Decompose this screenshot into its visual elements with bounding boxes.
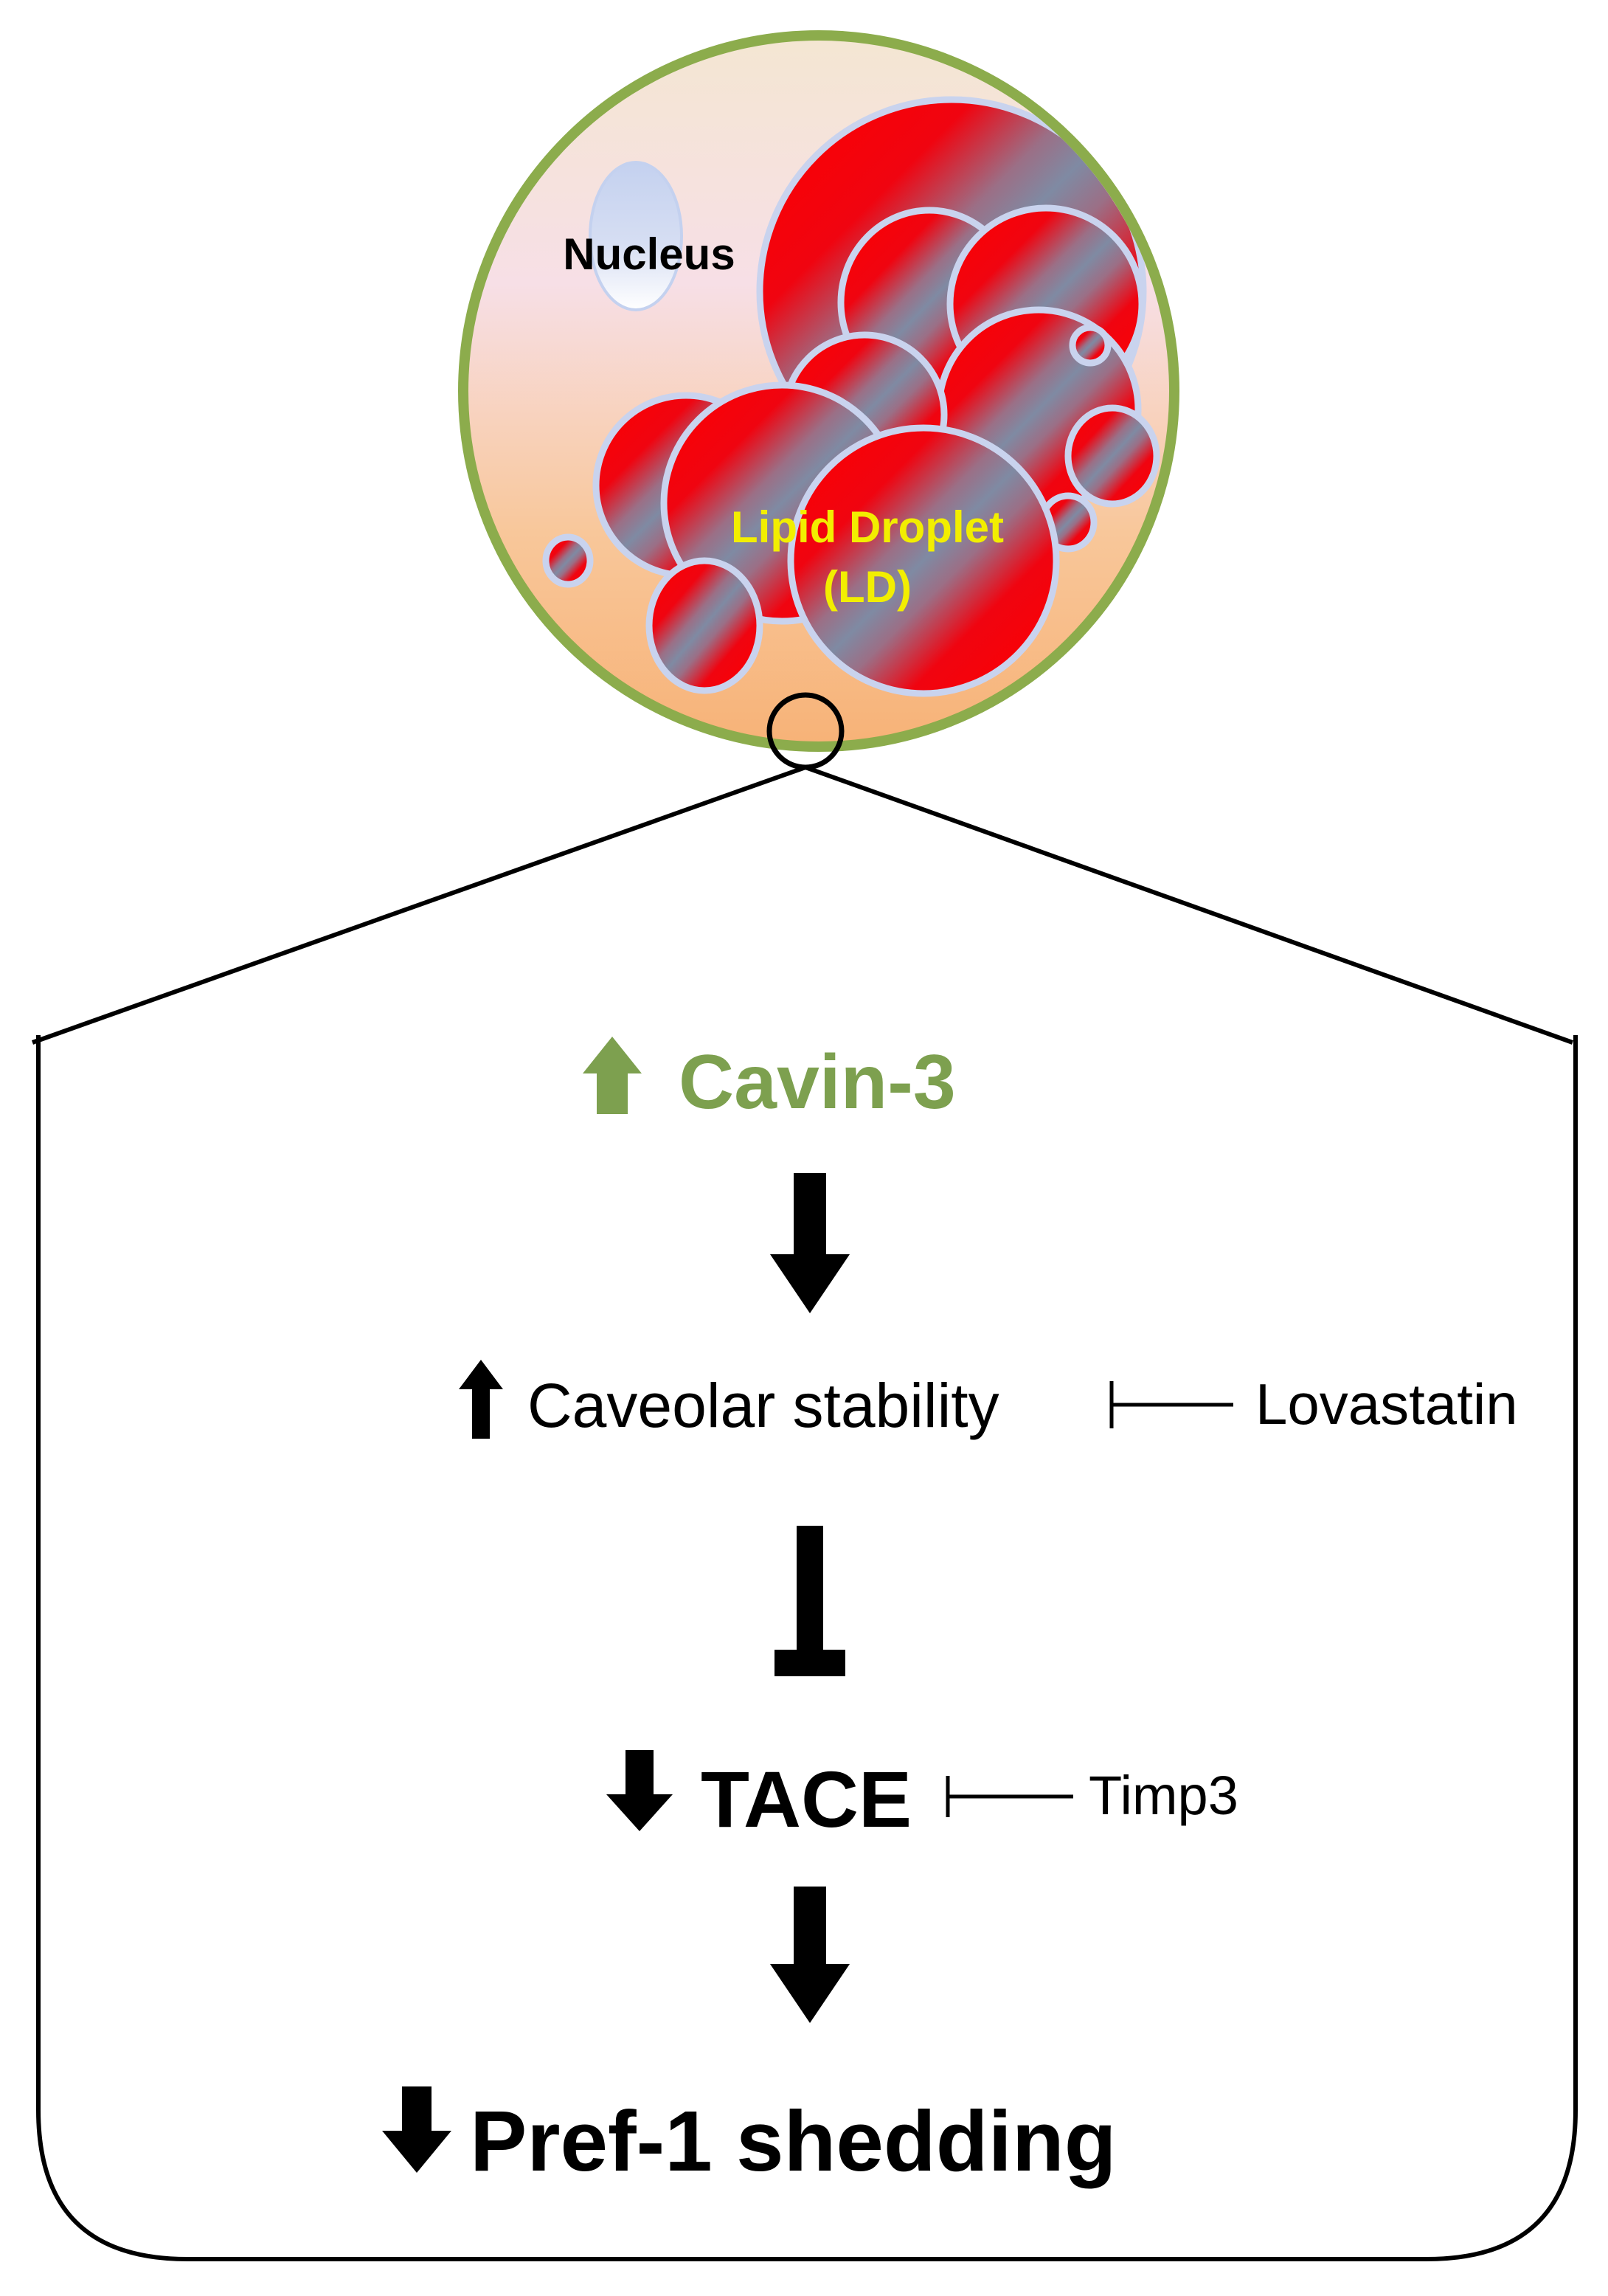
lovastatin-inhibition-icon bbox=[1109, 1381, 1233, 1428]
signaling-pathway: Cavin-3 Caveolar stability Lovastatin TA… bbox=[382, 1037, 1518, 2189]
pref1-down-arrow-icon bbox=[382, 2086, 451, 2173]
lipid-droplet-cluster bbox=[542, 96, 1160, 697]
lipid-droplet bbox=[787, 424, 1060, 697]
nucleus-shape bbox=[589, 161, 683, 311]
nucleus: Nucleus bbox=[563, 161, 735, 311]
lipid-droplet bbox=[645, 557, 763, 694]
down-arrow-icon bbox=[770, 1173, 850, 1313]
cell-membrane bbox=[458, 30, 1179, 752]
caveolar-stability-label: Caveolar stability bbox=[527, 1371, 999, 1440]
timp3-inhibition-icon bbox=[946, 1776, 1073, 1817]
lipid-droplet-abbrev: (LD) bbox=[823, 562, 912, 612]
caveolar-up-arrow-icon bbox=[459, 1360, 503, 1439]
lipid-droplet bbox=[1069, 324, 1112, 367]
lipid-droplet-label: Lipid Droplet bbox=[731, 502, 1004, 552]
timp3-label: Timp3 bbox=[1089, 1765, 1238, 1826]
zoom-lines bbox=[31, 764, 1574, 1045]
down-arrow-icon bbox=[770, 1887, 850, 2023]
lipid-droplet bbox=[542, 533, 594, 588]
cavin-3-label: Cavin-3 bbox=[679, 1040, 956, 1125]
pref-1-shedding-label: Pref-1 shedding bbox=[470, 2093, 1117, 2189]
lipid-droplet bbox=[1064, 404, 1160, 508]
zoom-callout bbox=[31, 692, 1578, 2261]
lovastatin-label: Lovastatin bbox=[1255, 1372, 1518, 1436]
tace-label: TACE bbox=[701, 1754, 912, 1844]
zoom-panel-outline bbox=[36, 1035, 1578, 2261]
inhibition-bar-icon bbox=[774, 1526, 845, 1676]
cavin-up-arrow-icon bbox=[583, 1037, 642, 1114]
tace-down-arrow-icon bbox=[606, 1750, 673, 1831]
nucleus-label: Nucleus bbox=[563, 229, 735, 279]
adipocyte-cell: Nucleus Lipid Droplet (LD) bbox=[458, 30, 1179, 752]
